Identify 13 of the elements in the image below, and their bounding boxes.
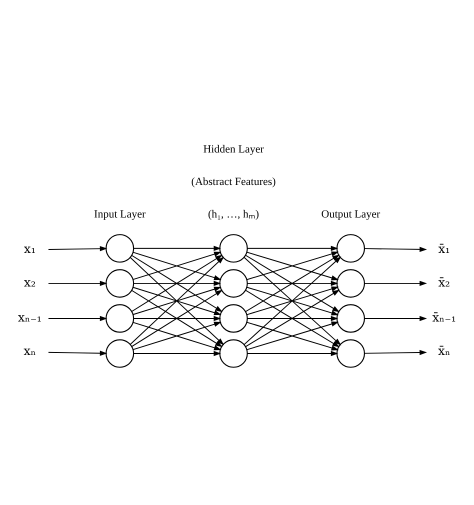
label: Hidden Layer xyxy=(203,144,264,156)
node-text: x̄₂ xyxy=(438,275,450,290)
node-text: x₂ xyxy=(24,275,36,290)
label: Output Layer xyxy=(321,208,380,220)
node-text: xₙ xyxy=(24,344,36,358)
node-text: x̄ₙ₋₁ xyxy=(432,310,456,324)
node-text: x₁ xyxy=(24,242,36,256)
label: (h₁, …, hₘ) xyxy=(208,208,260,220)
node-text: xₙ₋₁ xyxy=(18,310,42,324)
node-text: x̄₁ xyxy=(438,242,450,256)
label: (Abstract Features) xyxy=(191,176,276,188)
label: Input Layer xyxy=(94,208,146,220)
node-text: x̄ₙ xyxy=(438,344,450,358)
